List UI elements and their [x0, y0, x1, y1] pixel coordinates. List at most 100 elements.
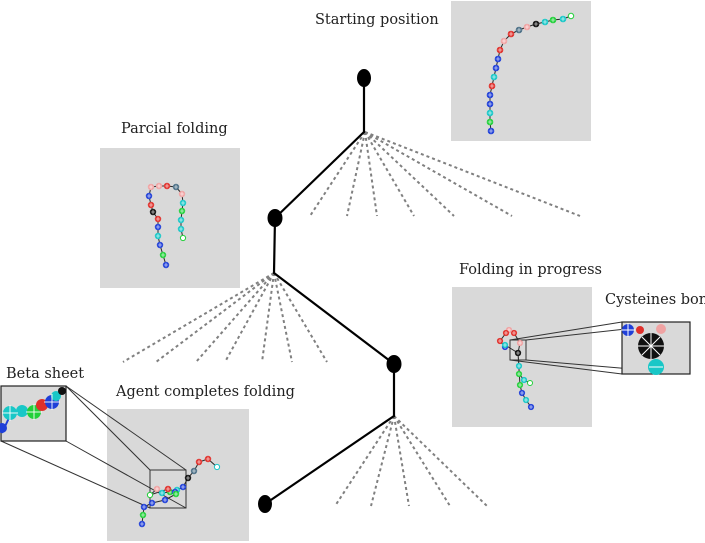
- residue-highlight: [164, 183, 170, 189]
- dashed-branch: [261, 272, 275, 363]
- starting-position-label: Starting position: [315, 12, 439, 28]
- residue-highlight: [150, 209, 156, 215]
- residue-highlight: [487, 101, 493, 107]
- residue-highlight: [180, 484, 186, 490]
- dashed-branch: [224, 272, 275, 363]
- residue-highlight: [155, 224, 161, 230]
- residue-highlight: [165, 486, 171, 492]
- residue-highlight: [517, 382, 523, 388]
- tree-node-level1: [267, 209, 283, 227]
- residue-highlight: [487, 110, 493, 116]
- residue-highlight: [521, 377, 527, 383]
- parcial-folding-label: Parcial folding: [121, 121, 228, 137]
- dashed-branch: [364, 131, 455, 217]
- dashed-branch: [393, 415, 488, 507]
- beta-sheet-zoom-box: [0, 385, 67, 442]
- residue-highlight: [196, 459, 202, 465]
- residue-highlight: [517, 340, 523, 346]
- residue-highlight: [155, 233, 161, 239]
- dashed-branch: [273, 272, 328, 363]
- residue: [179, 234, 187, 242]
- dashed-branches: [122, 131, 581, 507]
- residue-highlight: [205, 456, 211, 462]
- tree-edge: [263, 414, 396, 506]
- residue-highlight: [185, 475, 191, 481]
- residue-highlight: [191, 468, 197, 474]
- beta-sheet-label: Beta sheet: [6, 366, 85, 382]
- dashed-branch: [364, 131, 415, 217]
- residue-highlight: [487, 92, 493, 98]
- residue-highlight: [488, 128, 494, 134]
- residue-highlight: [173, 491, 179, 497]
- residue: [567, 12, 575, 20]
- residue-highlight: [495, 56, 501, 62]
- parcial-folding-panel: [100, 148, 240, 288]
- residue-highlight: [506, 327, 512, 333]
- folding-in-progress-panel: [452, 287, 592, 427]
- residue-highlight: [519, 390, 525, 396]
- protein-chain-folding-in-progress: [496, 326, 535, 411]
- residue: [146, 491, 154, 499]
- residue-highlight: [180, 200, 186, 206]
- residue-highlight: [173, 184, 179, 190]
- residue: [527, 380, 533, 386]
- dashed-branch: [309, 131, 366, 217]
- tree-nodes: [258, 69, 402, 513]
- residue-highlight: [508, 31, 514, 37]
- residue-highlight: [155, 216, 161, 222]
- residue-highlight: [516, 363, 522, 369]
- residue-highlight: [146, 193, 152, 199]
- residue-highlight: [163, 262, 169, 268]
- residue-highlight: [523, 397, 529, 403]
- dashed-branch: [364, 131, 513, 217]
- residue-highlight: [162, 497, 168, 503]
- residue-highlight: [148, 184, 154, 190]
- residue-highlight: [140, 512, 146, 518]
- tree-node-final: [258, 495, 272, 513]
- folding-in-progress-label: Folding in progress: [459, 262, 602, 278]
- residue-highlight: [533, 21, 539, 27]
- tree-edge: [273, 130, 366, 220]
- agent-completes-folding-panel: [107, 409, 249, 541]
- dashed-branch: [122, 272, 275, 363]
- residue-highlight: [160, 252, 166, 258]
- residue-highlight: [516, 27, 522, 33]
- tree-edges: [263, 76, 396, 506]
- residue-highlight: [515, 350, 521, 356]
- residue-highlight: [503, 330, 509, 336]
- tree-edge: [272, 216, 277, 275]
- dashed-branch: [334, 415, 395, 507]
- residue-highlight: [148, 202, 154, 208]
- dashed-branch: [346, 131, 366, 217]
- dashed-branch: [364, 131, 581, 217]
- residue-highlight: [154, 486, 160, 492]
- protein-chain-starting-position: [486, 12, 575, 135]
- residue-highlight: [179, 208, 185, 214]
- residue-highlight: [501, 38, 507, 44]
- residue-highlight: [157, 242, 163, 248]
- residue-highlight: [511, 330, 517, 336]
- dashed-branch: [273, 272, 293, 363]
- beta-sheet-zoom-source-box: [149, 469, 187, 509]
- protein-chain-agent-completes-folding: [138, 455, 221, 528]
- residue: [213, 463, 221, 471]
- tree-node-level2: [386, 355, 402, 373]
- residue-highlight: [178, 226, 184, 232]
- residue-highlight: [550, 17, 556, 23]
- residue-highlight: [178, 217, 184, 223]
- dashed-branch: [155, 272, 275, 363]
- protein-chain-parcial-folding: [145, 182, 187, 269]
- residue-highlight: [542, 19, 548, 25]
- residue-highlight: [179, 191, 185, 197]
- starting-position-panel: [451, 1, 591, 141]
- residue-highlight: [141, 504, 147, 510]
- tree-edge: [272, 271, 396, 366]
- residue-highlight: [516, 371, 522, 377]
- residue-highlight: [489, 83, 495, 89]
- residue-highlight: [487, 119, 493, 125]
- zoom-connectors: [0, 321, 691, 509]
- residue-highlight: [149, 500, 155, 506]
- dashed-branch: [195, 272, 275, 363]
- residue-highlight: [491, 74, 497, 80]
